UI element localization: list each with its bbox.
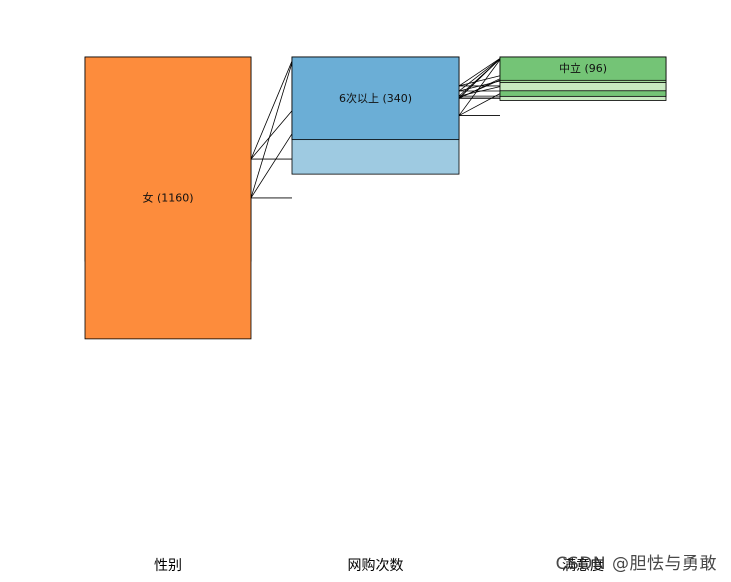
connector-line-2-4-2 xyxy=(458,93,501,116)
node-label-2-17: 中立 (96) xyxy=(559,61,607,75)
level-labels: 性别 网购次数 满意度 xyxy=(154,557,604,574)
chart-nodes: 男 (840)女 (1160)1~2次 (280)3~5次 (322)6次以上 … xyxy=(84,55,667,340)
level-label-1: 网购次数 xyxy=(348,558,404,574)
connector-line-2-5-0 xyxy=(458,58,501,99)
level-label-2: 满意度 xyxy=(562,557,604,574)
node-rect-1-5 xyxy=(291,56,460,141)
connector-line-2-4-0 xyxy=(458,59,501,116)
connector-line-1-0-2 xyxy=(250,110,293,160)
connector-lines xyxy=(250,58,501,199)
node-label-0-1: 女 (1160) xyxy=(142,190,193,204)
watermark: CSDN @胆怯与勇敢 xyxy=(555,554,717,574)
connector-line-2-2-2 xyxy=(458,75,501,87)
connector-line-2-1-2 xyxy=(458,86,501,97)
connector-line-1-1-0 xyxy=(250,62,293,199)
level-label-0: 性别 xyxy=(154,558,182,574)
node-rect-2-17 xyxy=(499,56,667,81)
node-label-1-5: 6次以上 (340) xyxy=(339,91,412,105)
connector-line-1-0-0 xyxy=(250,60,293,160)
connector-line-2-5-2 xyxy=(458,78,501,99)
connector-line-1-1-2 xyxy=(250,133,293,199)
connector-line-2-2-0 xyxy=(458,58,501,87)
node-rect-0-1 xyxy=(84,56,252,340)
